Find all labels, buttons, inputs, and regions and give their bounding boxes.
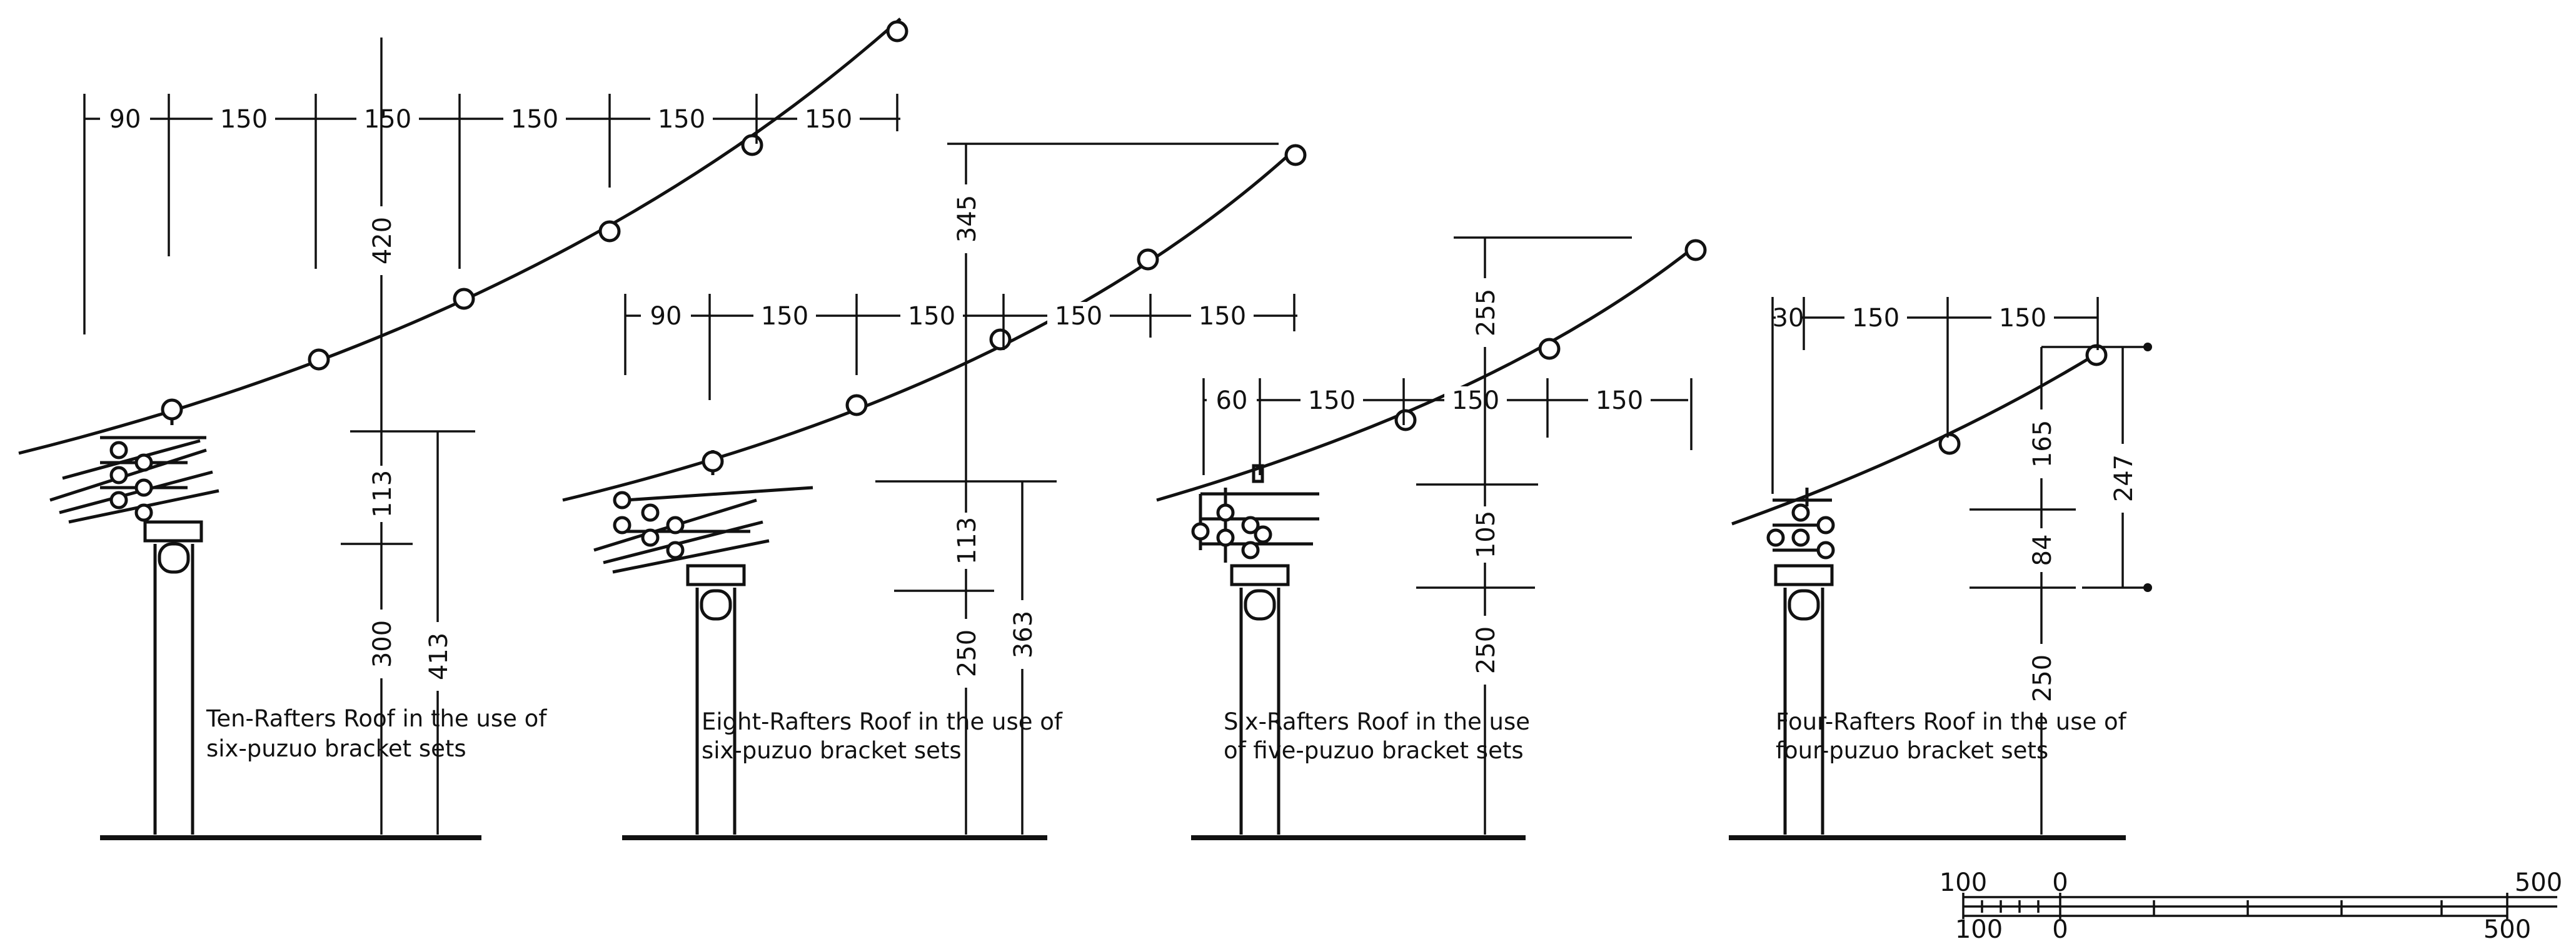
bracket-set [1766, 488, 1835, 586]
vertical-dimensions: 420 113 300 413 [341, 38, 475, 835]
horizontal-dimensions: 90 150 150 150 150 150 [83, 94, 900, 334]
column [153, 542, 194, 835]
caption-line-2: six-puzuo bracket sets [206, 735, 466, 762]
roof-curve [562, 149, 1296, 502]
caption-line-1: Ten-Rafters Roof in the use of [206, 705, 547, 732]
caption-line-2: of five-puzuo bracket sets [1224, 737, 1524, 764]
caption-line-2: four-puzuo bracket sets [1776, 737, 2048, 764]
dim-h-5: 150 [1199, 302, 1246, 331]
dim-v-total: 363 [1009, 611, 1038, 658]
dim-h-6: 150 [805, 105, 852, 134]
scale-label-zero-top: 0 [2052, 868, 2068, 897]
caption: Four-Rafters Roof in the use of four-puz… [1776, 708, 2127, 764]
roof-four-rafters: 30 150 150 165 84 250 247 Four-Rafters R [1729, 297, 2152, 840]
purlins [1938, 344, 2108, 455]
caption-line-1: Eight-Rafters Roof in the use of [702, 708, 1063, 735]
purlins [702, 144, 1307, 473]
dim-v-column: 300 [368, 620, 397, 668]
dim-h-1: 90 [109, 105, 141, 134]
column [1783, 588, 1824, 835]
roof-curve [1156, 246, 1696, 502]
column [695, 588, 737, 835]
column [1239, 588, 1280, 835]
dim-h-2: 150 [1308, 386, 1356, 415]
dim-v-column: 250 [2028, 655, 2057, 702]
bracket-set [593, 450, 813, 586]
dim-h-3: 150 [908, 302, 955, 331]
dim-h-3: 150 [364, 105, 411, 134]
dim-v-total: 413 [425, 633, 453, 680]
dim-v-bracket: 113 [953, 517, 982, 565]
dim-h-5: 150 [658, 105, 705, 134]
dim-v-column: 250 [1472, 626, 1501, 674]
vertical-dimensions: 345 113 250 363 [875, 143, 1279, 835]
dim-v-rise: 255 [1472, 289, 1501, 336]
dim-v-total: 247 [2110, 454, 2138, 502]
caption: Eight-Rafters Roof in the use of six-puz… [702, 708, 1063, 764]
caption-line-1: Six-Rafters Roof in the use [1224, 708, 1530, 735]
scale-label-right-bottom: 500 [2483, 915, 2531, 944]
dim-h-1: 60 [1216, 386, 1248, 415]
caption: Ten-Rafters Roof in the use of six-puzuo… [206, 705, 547, 762]
dim-h-2: 150 [220, 105, 268, 134]
dim-v-bracket: 105 [1472, 511, 1501, 558]
horizontal-dimensions: 60 150 150 150 [1202, 378, 1693, 475]
caption-line-2: six-puzuo bracket sets [702, 737, 962, 764]
dim-v-bracket: 84 [2028, 535, 2057, 566]
roof-eight-rafters: 90 150 150 150 150 345 113 250 363 [562, 143, 1307, 840]
horizontal-dimensions: 90 150 150 150 150 [624, 294, 1297, 400]
bracket-set [49, 400, 219, 543]
vertical-dimensions: 255 105 250 [1416, 236, 1632, 835]
caption: Six-Rafters Roof in the use of five-puzu… [1224, 708, 1530, 764]
dim-h-3: 150 [1452, 386, 1499, 415]
dim-h-1: 90 [650, 302, 682, 331]
scale-label-right-top: 500 [2515, 868, 2562, 897]
dim-v-rise: 165 [2028, 420, 2057, 468]
dim-h-4: 150 [1055, 302, 1102, 331]
dim-h-4: 150 [511, 105, 558, 134]
dim-h-3: 150 [1999, 304, 2046, 333]
dim-v-rise: 420 [368, 217, 397, 264]
dim-h-2: 150 [1852, 304, 1899, 333]
caption-line-1: Four-Rafters Roof in the use of [1776, 708, 2127, 735]
vertical-dimensions: 165 84 250 247 [1970, 343, 2152, 835]
scale-label-zero-bottom: 0 [2052, 915, 2068, 944]
roof-six-rafters: 60 150 150 150 255 105 250 Six-Rafters R… [1156, 236, 1707, 840]
dim-v-column: 250 [953, 630, 982, 677]
dim-v-bracket: 113 [368, 470, 397, 518]
dim-h-1: 30 [1773, 304, 1804, 333]
purlins [161, 20, 908, 421]
dim-v-rise: 345 [953, 195, 982, 243]
horizontal-dimensions: 30 150 150 [1771, 297, 2099, 494]
dim-h-4: 150 [1596, 386, 1643, 415]
purlins [1394, 239, 1707, 431]
scale-label-left-bottom: 100 [1955, 915, 2003, 944]
scale-label-left-top: 100 [1940, 868, 1987, 897]
roof-ten-rafters: 90 150 150 150 150 150 420 113 300 413 [18, 18, 908, 840]
bracket-set [1191, 464, 1319, 586]
scale-bar: 100 0 500 100 0 500 [1940, 868, 2562, 944]
roof-curve [1731, 353, 2096, 526]
dim-h-2: 150 [761, 302, 808, 331]
